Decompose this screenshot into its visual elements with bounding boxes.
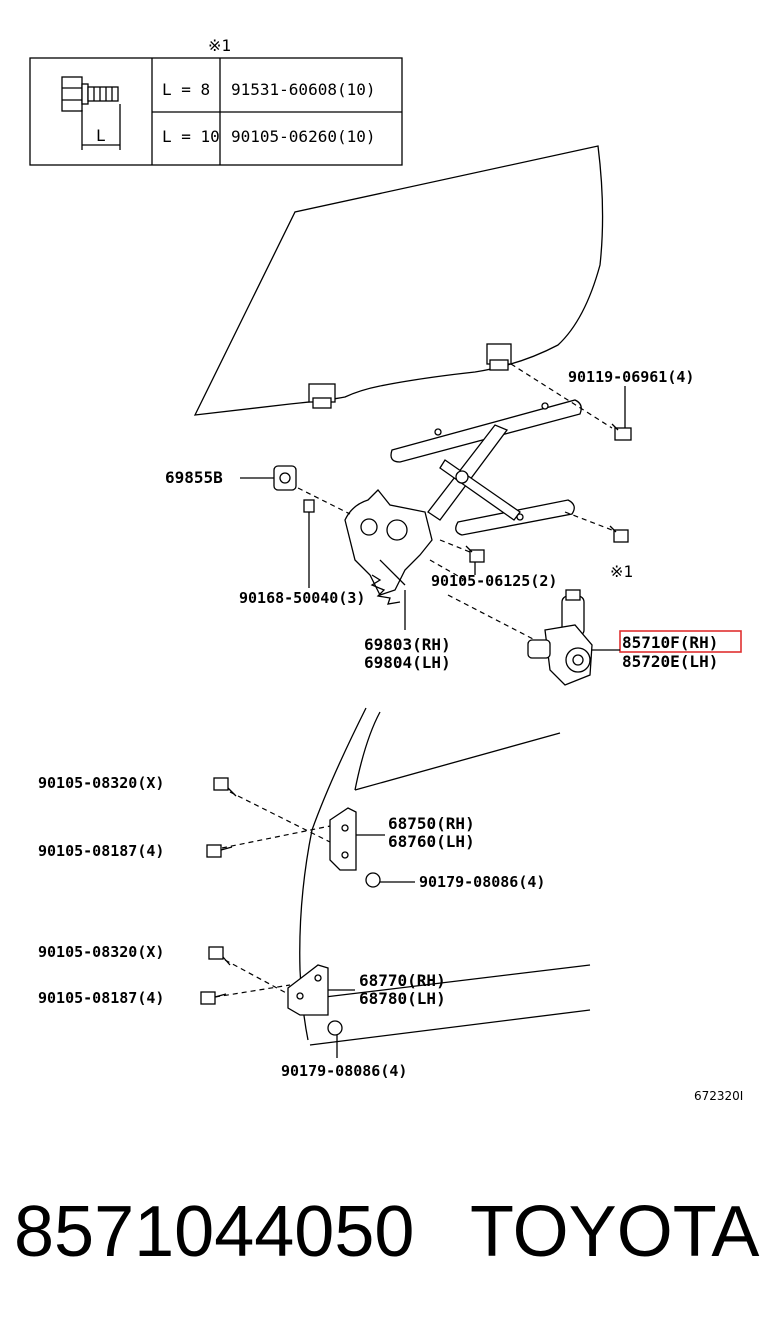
footer-part-number: 8571044050 — [14, 1192, 415, 1272]
window-motor — [527, 589, 593, 686]
bolt-icon — [208, 946, 231, 966]
footer-brand: TOYOTA — [470, 1192, 760, 1272]
bolt-icon — [465, 545, 485, 563]
callout-90179-08086: 90179-08086(4) — [419, 873, 545, 891]
dimension-label: L — [96, 126, 106, 145]
callout-69803-rh: 69803(RH) — [364, 635, 451, 654]
bolt-icon — [611, 423, 632, 441]
window-regulator — [344, 399, 582, 605]
callout-68770-rh: 68770(RH) — [359, 971, 446, 990]
highlight-box — [619, 630, 742, 653]
door-glass — [193, 145, 604, 416]
callout-68760-lh: 68760(LH) — [388, 832, 475, 851]
glass-channel-clip — [308, 343, 512, 409]
callout-90105-08187: 90105-08187(4) — [38, 989, 164, 1007]
callout-85720e-lh: 85720E(LH) — [622, 652, 718, 671]
callout-90105-08320: 90105-08320(X) — [38, 943, 164, 961]
bolt-icon — [609, 525, 629, 543]
leader-lines — [214, 363, 613, 998]
callout-note-mark: ※1 — [610, 562, 633, 581]
door-hinge-upper — [329, 807, 381, 888]
table-row-part: 90105-06260(10) — [231, 127, 376, 146]
door-hinge-lower — [287, 964, 343, 1036]
bolt-icon — [200, 991, 227, 1005]
table-note-mark: ※1 — [208, 36, 231, 55]
table-row-length: L = 10 — [162, 127, 220, 146]
callout-leaders — [240, 386, 626, 1058]
callout-68780-lh: 68780(LH) — [359, 989, 446, 1008]
table-row-part: 91531-60608(10) — [231, 80, 376, 99]
callout-90119-06961: 90119-06961(4) — [568, 368, 694, 386]
table-row-length: L = 8 — [162, 80, 210, 99]
callout-90105-06125: 90105-06125(2) — [431, 572, 557, 590]
bolt-icon — [206, 844, 233, 858]
bolt-spec-table: ※1 L L = 8 91531-60608(10) L = 10 90105-… — [29, 36, 403, 166]
bolt-icon — [303, 499, 315, 513]
callout-69855b: 69855B — [165, 468, 223, 487]
callout-90179-08086: 90179-08086(4) — [281, 1062, 407, 1080]
callout-90105-08320: 90105-08320(X) — [38, 774, 164, 792]
bolt-icon: L — [61, 76, 121, 150]
diagram-reference-code: 672320I — [694, 1089, 743, 1103]
stopper-cushion — [273, 465, 297, 491]
callout-85710f-rh: 85710F(RH) — [622, 633, 718, 652]
bolt-icon — [213, 777, 237, 797]
callout-90105-08187: 90105-08187(4) — [38, 842, 164, 860]
callout-68750-rh: 68750(RH) — [388, 814, 475, 833]
callout-90168-50040: 90168-50040(3) — [239, 589, 365, 607]
callout-69804-lh: 69804(LH) — [364, 653, 451, 672]
